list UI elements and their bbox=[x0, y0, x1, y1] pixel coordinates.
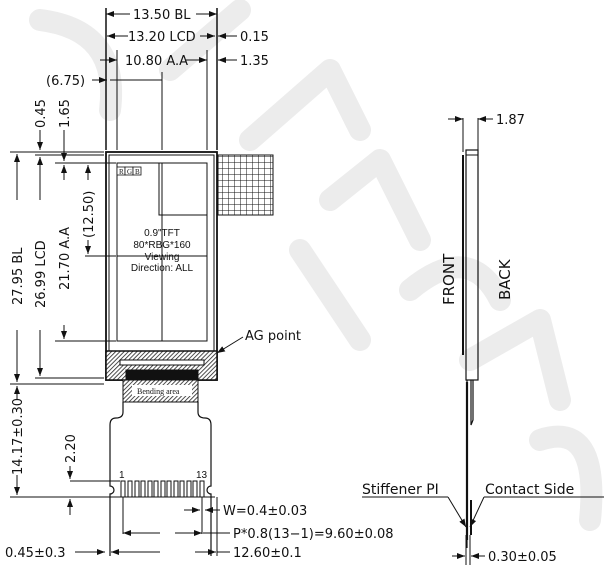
dim-aa-width: 10.80 A.A bbox=[125, 54, 188, 69]
dim-bl-width: 13.50 BL bbox=[133, 8, 191, 23]
dim-pin-width: W=0.4±0.03 bbox=[223, 504, 307, 519]
fpc-pins bbox=[120, 480, 205, 498]
dim-fpc-length: 14.17±0.30 bbox=[11, 398, 26, 475]
panel-size-label: 0.9"TFT bbox=[144, 228, 180, 239]
front-label: FRONT bbox=[440, 253, 458, 305]
dim-lcd-width: 13.20 LCD bbox=[128, 30, 196, 45]
side-view bbox=[362, 116, 604, 565]
dim-aa-height: 21.70 A.A bbox=[58, 227, 73, 290]
dim-thickness: 1.87 bbox=[496, 113, 525, 128]
bending-area-label: Bending area bbox=[137, 387, 180, 396]
panel-resolution-label: 80*RBG*160 bbox=[133, 240, 191, 251]
dim-aa-offset: 1.35 bbox=[240, 54, 269, 69]
front-view bbox=[10, 8, 274, 556]
viewing-label: Viewing bbox=[145, 252, 180, 263]
dim-lcd-offset: 0.15 bbox=[240, 30, 269, 45]
svg-text:R: R bbox=[119, 168, 124, 176]
svg-text:B: B bbox=[135, 168, 140, 176]
dim-fpc-offset: 0.45±0.3 bbox=[5, 546, 66, 561]
back-label: BACK bbox=[496, 258, 514, 300]
ag-point-label: AG point bbox=[245, 329, 301, 344]
pin-13-label: 13 bbox=[196, 470, 208, 481]
dim-top-offset-bl: 0.45 bbox=[34, 99, 49, 128]
dim-lcd-height: 26.99 LCD bbox=[34, 240, 49, 308]
dim-fpc-thickness: 0.30±0.05 bbox=[488, 550, 557, 565]
stiffener-label: Stiffener PI bbox=[362, 482, 439, 498]
dim-pad-length: 2.20 bbox=[64, 434, 79, 463]
dim-pin-pitch: P*0.8(13−1)=9.60±0.08 bbox=[233, 527, 394, 542]
dim-center-y: (12.50) bbox=[82, 191, 97, 238]
dim-fpc-width: 12.60±0.1 bbox=[233, 546, 302, 561]
pin-1-label: 1 bbox=[119, 470, 125, 481]
contact-side-label: Contact Side bbox=[485, 482, 574, 498]
dim-top-offset-aa: 1.65 bbox=[58, 99, 73, 128]
svg-text:G: G bbox=[127, 168, 132, 176]
dim-bl-height: 27.95 BL bbox=[11, 247, 26, 305]
viewing-direction-label: Direction: ALL bbox=[131, 263, 194, 274]
rgb-cells: R G B bbox=[116, 166, 142, 176]
dim-center-x: (6.75) bbox=[46, 74, 85, 89]
